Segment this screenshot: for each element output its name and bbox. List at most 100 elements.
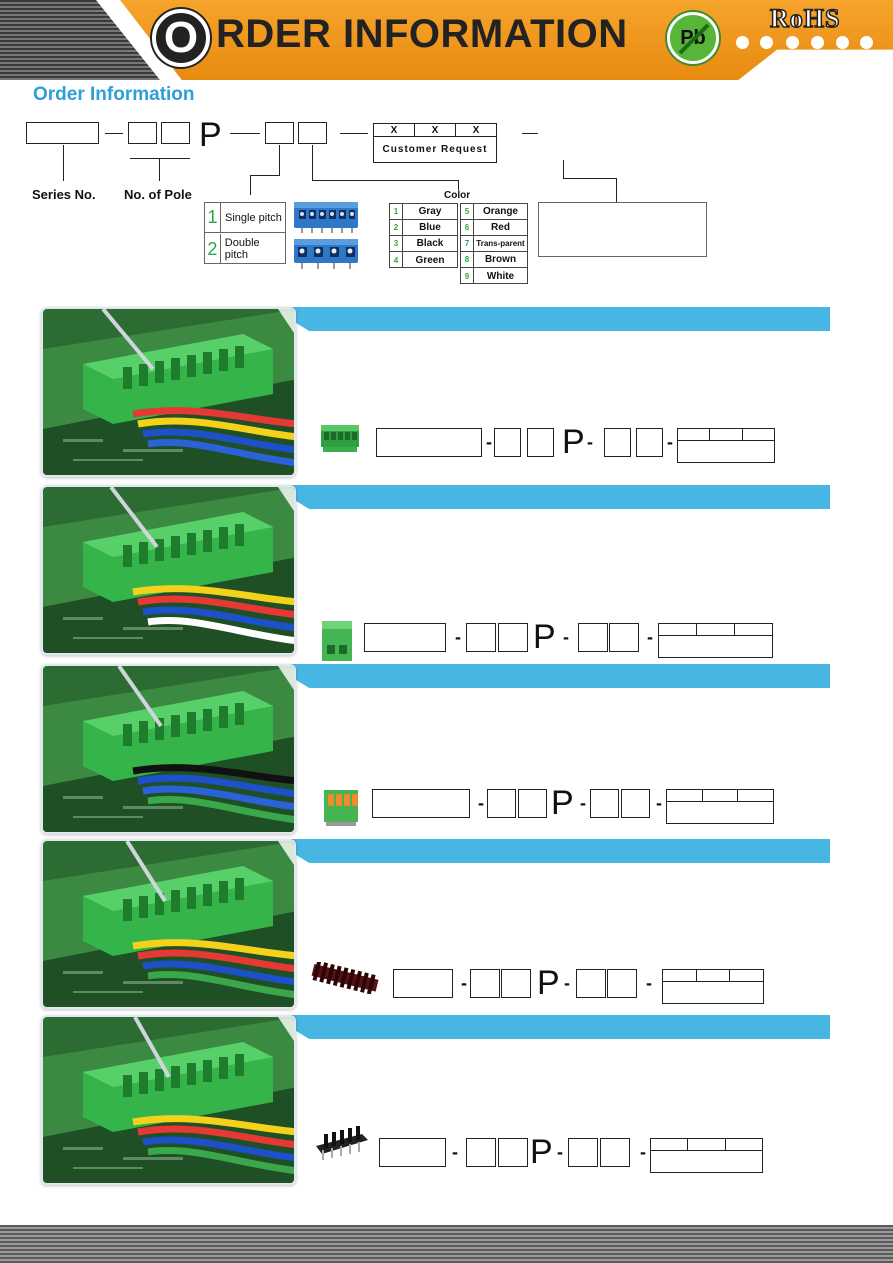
color-heading: Color bbox=[444, 190, 471, 201]
series-label: Series No. bbox=[32, 187, 96, 202]
pole-box bbox=[470, 969, 500, 998]
color-name: Red bbox=[491, 222, 510, 233]
connector-line bbox=[159, 158, 160, 181]
dash: - bbox=[486, 432, 492, 452]
request-mark: X bbox=[415, 124, 456, 136]
customer-request-label: Customer Request bbox=[382, 144, 488, 155]
dash: - bbox=[647, 627, 653, 647]
footer-stripes bbox=[0, 1225, 893, 1263]
pluggable-block-icon bbox=[319, 419, 363, 455]
decor-dot bbox=[786, 36, 799, 49]
color-number: 4 bbox=[390, 252, 403, 268]
panel-header-bar bbox=[270, 664, 830, 688]
p-letter: P bbox=[551, 784, 574, 822]
pitch-number: 2 bbox=[205, 234, 221, 264]
p-letter: P bbox=[537, 964, 560, 1002]
color-number: 9 bbox=[461, 268, 474, 284]
connector-line bbox=[250, 175, 251, 195]
connector-line bbox=[616, 178, 617, 202]
color-row: 4 Green bbox=[390, 252, 457, 268]
pitch-color-box bbox=[600, 1138, 630, 1167]
decor-dot bbox=[811, 36, 824, 49]
request-mark: X bbox=[374, 124, 415, 136]
black-barrier-icon bbox=[312, 1126, 370, 1164]
pitch-color-box bbox=[578, 623, 608, 652]
color-number: 1 bbox=[390, 204, 403, 219]
connector-line bbox=[312, 145, 313, 180]
pole-box bbox=[498, 623, 528, 652]
p-letter: P bbox=[533, 618, 556, 656]
pitch-color-box bbox=[590, 789, 619, 818]
pitch-color-box bbox=[607, 969, 637, 998]
product-photo bbox=[41, 839, 296, 1009]
pole-box bbox=[128, 122, 157, 144]
notes-box bbox=[538, 202, 707, 257]
series-box bbox=[372, 789, 470, 818]
connector-line bbox=[250, 175, 280, 176]
barrier-strip-icon bbox=[310, 962, 382, 994]
pole-label: No. of Pole bbox=[124, 187, 192, 202]
pitch-color-box bbox=[604, 428, 631, 457]
color-box bbox=[298, 122, 327, 144]
dash: - bbox=[656, 793, 662, 813]
pitch-number: 1 bbox=[205, 203, 221, 232]
color-name: White bbox=[486, 270, 515, 282]
series-box bbox=[379, 1138, 446, 1167]
lead-free-icon: Pb bbox=[667, 12, 719, 64]
pitch-box bbox=[265, 122, 294, 144]
color-name: Green bbox=[415, 254, 445, 266]
pole-box bbox=[161, 122, 190, 144]
connector-line bbox=[279, 145, 280, 175]
decor-dot bbox=[760, 36, 773, 49]
pole-box bbox=[501, 969, 531, 998]
dash: - bbox=[452, 1142, 458, 1162]
color-name: Brown bbox=[484, 254, 517, 265]
connector-line bbox=[63, 145, 64, 181]
rohs-logo: RoHS bbox=[769, 3, 841, 34]
color-name: Orange bbox=[482, 206, 518, 217]
series-box bbox=[364, 623, 446, 652]
color-number: 7 bbox=[461, 236, 474, 251]
color-name: Trans-parent bbox=[476, 239, 525, 248]
color-number: 5 bbox=[461, 204, 474, 219]
decor-dot bbox=[836, 36, 849, 49]
dash: - bbox=[564, 973, 570, 993]
color-row: 5 Orange bbox=[461, 204, 527, 220]
pole-box bbox=[494, 428, 521, 457]
decor-dot bbox=[860, 36, 873, 49]
panel-header-bar bbox=[270, 1015, 830, 1039]
dash: - bbox=[667, 432, 673, 452]
product-photo bbox=[41, 664, 296, 834]
dash-line bbox=[230, 133, 260, 134]
dash: - bbox=[478, 793, 484, 813]
color-number: 3 bbox=[390, 236, 403, 251]
dash: - bbox=[563, 627, 569, 647]
dash-line bbox=[522, 133, 538, 134]
pitch-color-box bbox=[636, 428, 663, 457]
spring-block-icon bbox=[322, 786, 362, 830]
connector-line bbox=[130, 158, 190, 159]
pitch-row: 2 Double pitch bbox=[205, 234, 285, 264]
connector-line bbox=[312, 180, 458, 181]
connector-line bbox=[563, 160, 564, 178]
dash: - bbox=[640, 1142, 646, 1162]
color-name: Blue bbox=[419, 222, 441, 233]
pitch-color-box bbox=[576, 969, 606, 998]
decor-dot bbox=[736, 36, 749, 49]
customer-request-box bbox=[658, 623, 773, 658]
dash-line bbox=[340, 133, 368, 134]
panel-header-bar bbox=[270, 839, 830, 863]
pitch-label: Double pitch bbox=[224, 237, 260, 261]
pitch-color-box bbox=[621, 789, 650, 818]
pitch-color-box bbox=[609, 623, 639, 652]
dash: - bbox=[557, 1142, 563, 1162]
pitch-row: 1 Single pitch bbox=[205, 203, 285, 233]
double-pitch-block-icon bbox=[292, 236, 362, 270]
color-number: 2 bbox=[390, 220, 403, 235]
pole-box bbox=[518, 789, 547, 818]
